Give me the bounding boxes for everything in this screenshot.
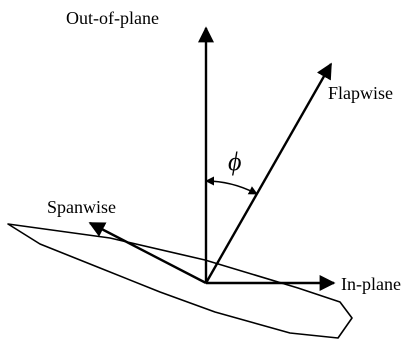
flapwise-label: Flapwise	[328, 83, 393, 103]
angle-arc	[205, 176, 258, 195]
out-of-plane-label: Out-of-plane	[66, 8, 159, 28]
angle-phi-label: ϕ	[228, 147, 241, 176]
spanwise-label: Spanwise	[47, 197, 116, 217]
blade-outline	[7, 223, 353, 339]
in-plane-label: In-plane	[341, 274, 401, 294]
spanwise-axis	[88, 221, 207, 285]
flapwise-axis	[204, 62, 333, 284]
